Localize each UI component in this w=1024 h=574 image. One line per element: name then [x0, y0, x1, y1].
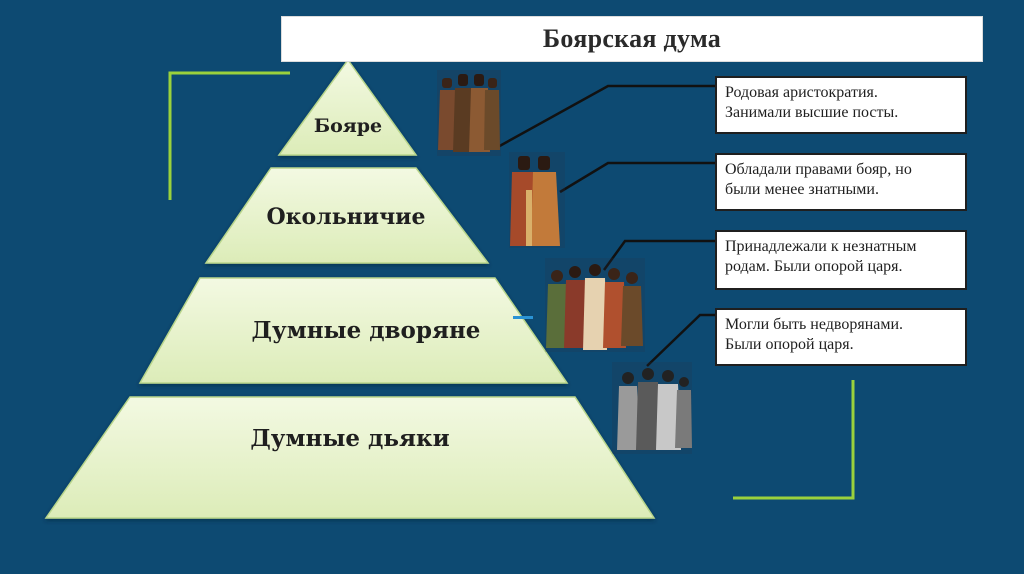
tier-label-boyare: Бояре	[313, 115, 383, 137]
note-text: были менее знатными.	[725, 181, 879, 198]
connector-2	[559, 161, 715, 194]
note-box-dvoryane: Принадлежали к незнатным родам. Были опо…	[715, 230, 967, 290]
note-text: Родовая аристократия.	[725, 84, 878, 101]
note-text: Могли быть недворянами.	[725, 316, 904, 333]
right-bracket	[733, 380, 855, 500]
dyaki-figures-icon	[612, 362, 692, 454]
note-box-boyare: Родовая аристократия. Занимали высшие по…	[715, 76, 967, 134]
connector-3	[602, 239, 715, 271]
okolnichie-figures-icon	[509, 152, 565, 248]
note-text: родам. Были опорой царя.	[725, 258, 903, 275]
note-text: Занимали высшие посты.	[725, 104, 899, 121]
tier-dyaki-shape	[44, 396, 656, 519]
tier-label-dvoryane: Думные дворяне	[251, 317, 481, 344]
note-text: Принадлежали к незнатным	[725, 238, 917, 255]
note-text: Обладали правами бояр, но	[725, 161, 912, 178]
tier-marker	[513, 316, 533, 319]
boyars-figures-icon	[437, 70, 501, 156]
title-bar: Боярская дума	[281, 16, 983, 62]
connector-4	[646, 313, 715, 367]
note-box-dyaki: Могли быть недворянами. Были опорой царя…	[715, 308, 967, 366]
connector-1	[495, 84, 715, 150]
left-bracket	[168, 71, 290, 200]
tier-okolnichie-shape	[204, 167, 490, 264]
note-box-okolnichie: Обладали правами бояр, но были менее зна…	[715, 153, 967, 211]
page-title: Боярская дума	[542, 24, 722, 53]
dvoryane-figures-icon	[545, 258, 645, 352]
tier-dvoryane-shape	[138, 277, 569, 384]
note-text: Были опорой царя.	[725, 336, 854, 353]
tier-boyare-shape	[277, 58, 418, 156]
tier-label-dyaki: Думные дьяки	[250, 425, 450, 452]
tier-label-okolnichie: Окольничие	[266, 204, 426, 230]
